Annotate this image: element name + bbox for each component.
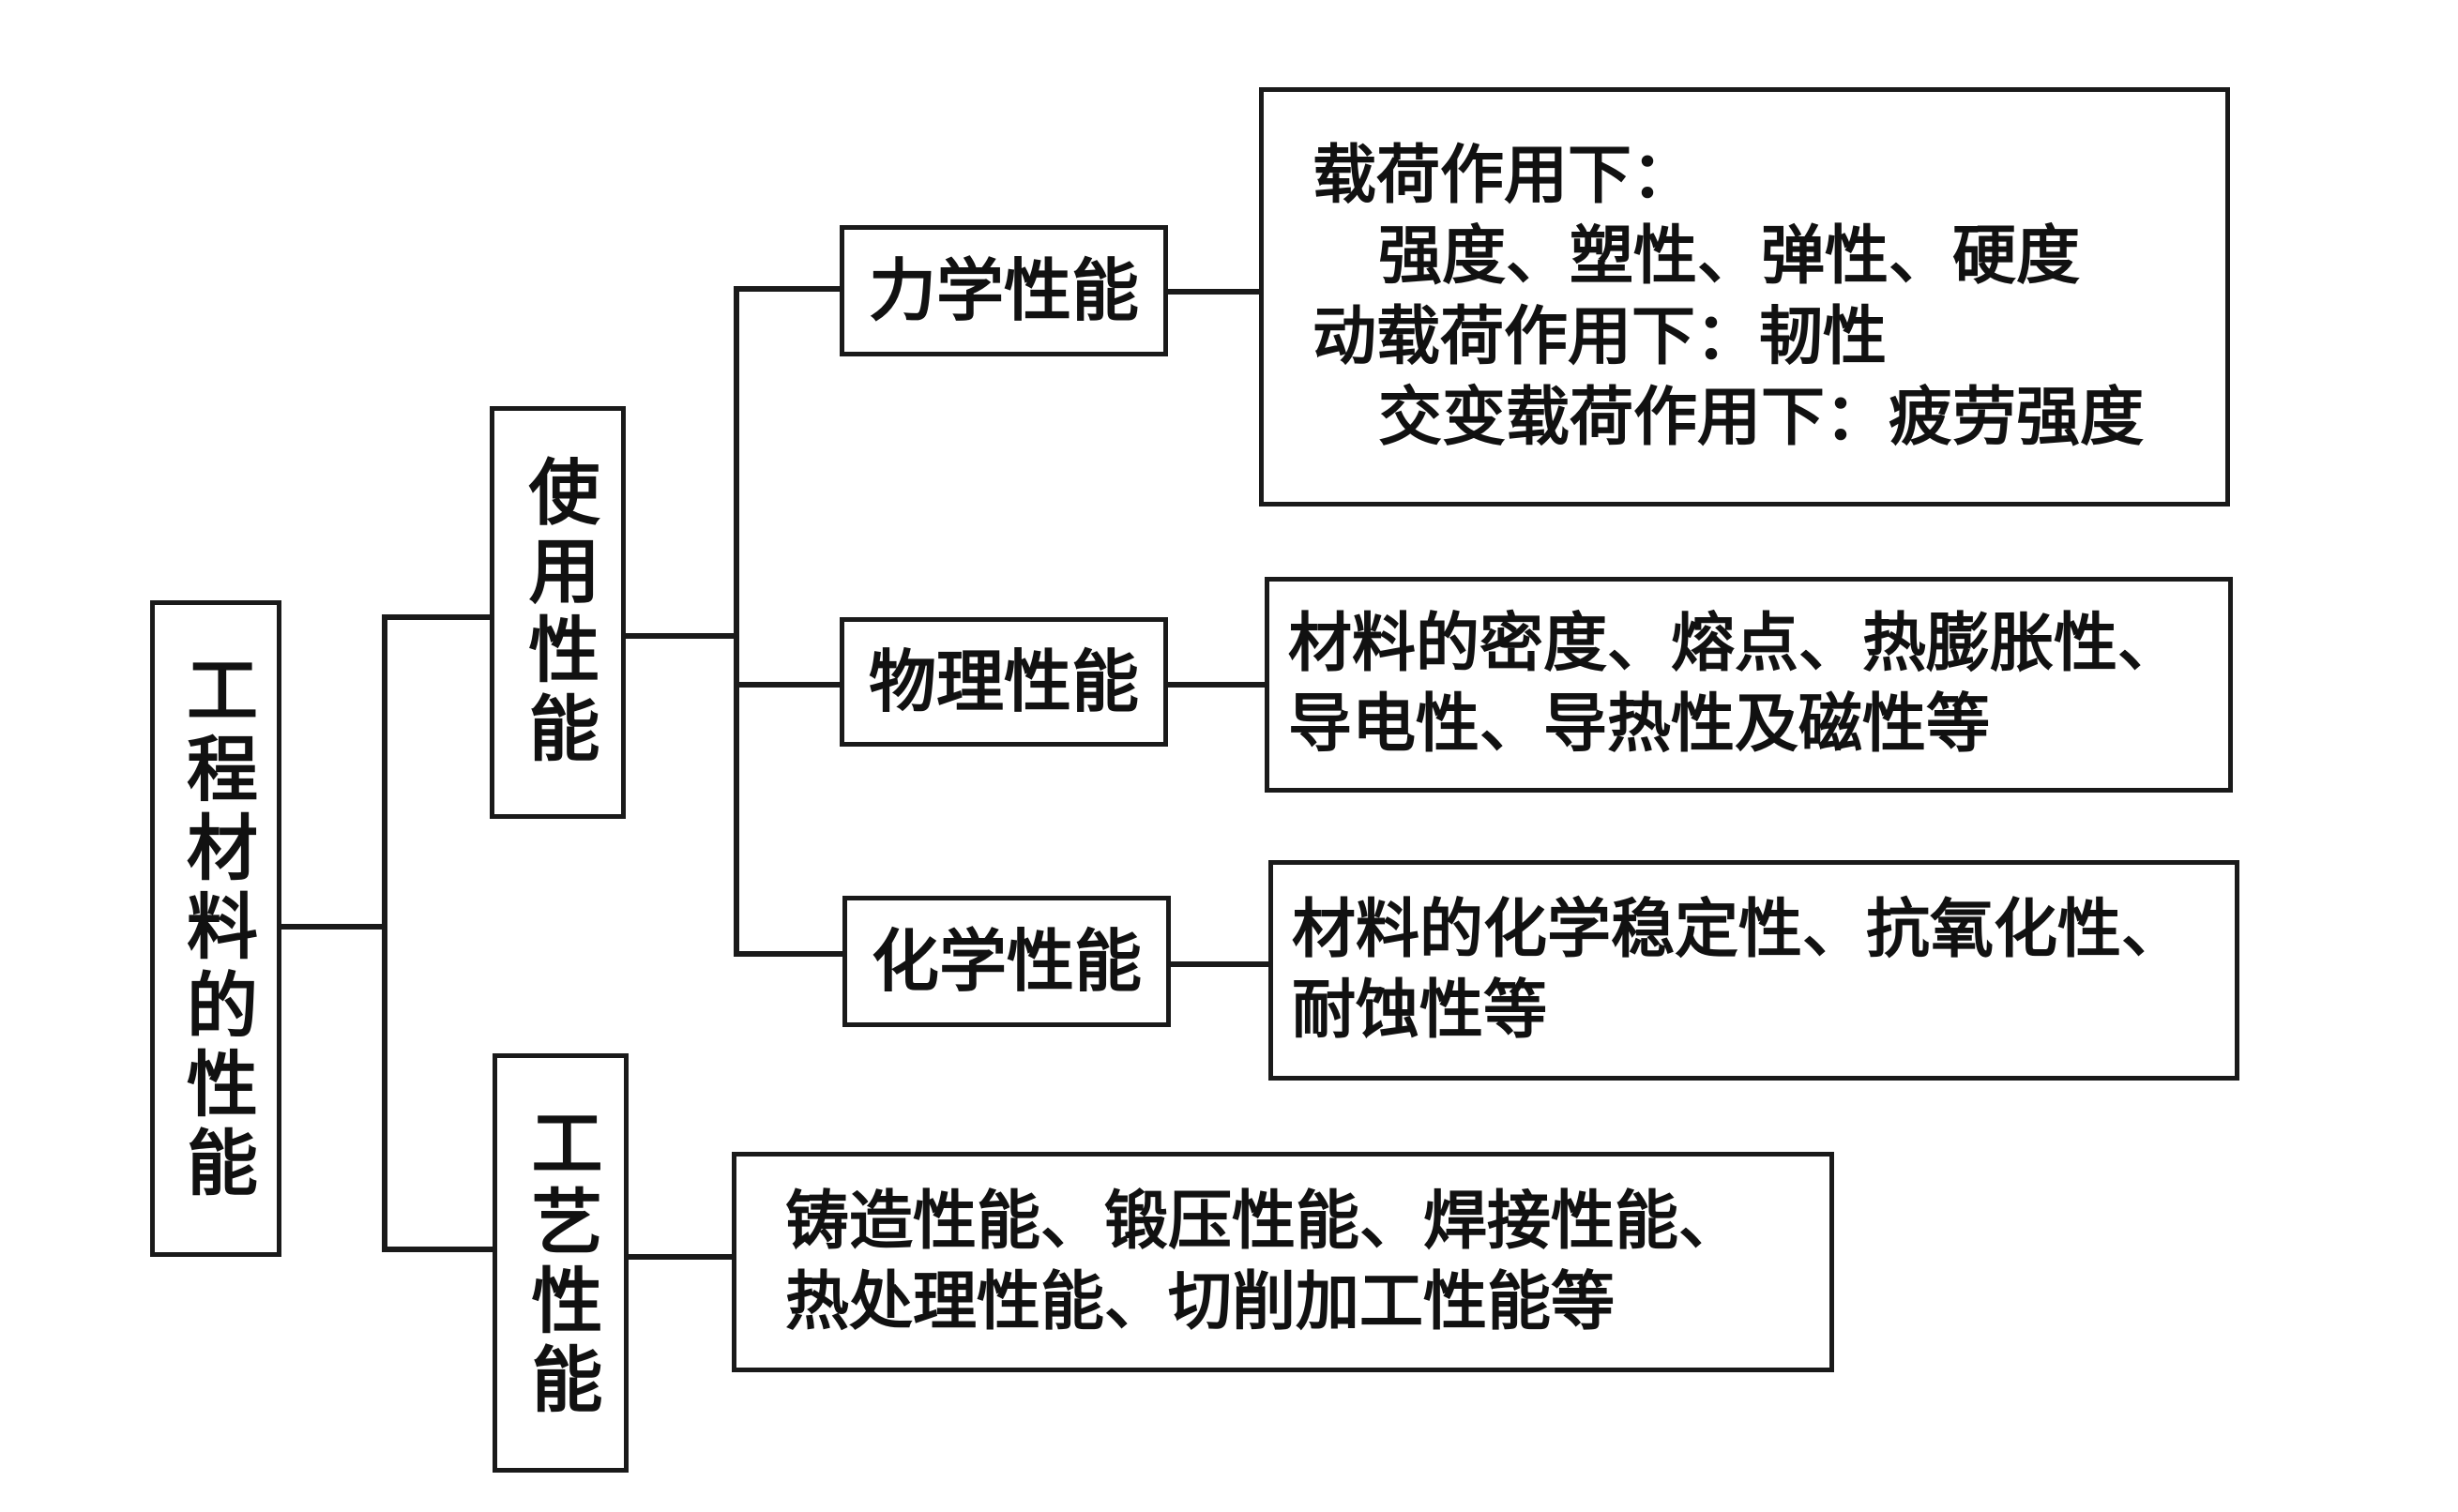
connector-to-usage (382, 614, 494, 620)
physical-node: 物理性能 (840, 617, 1168, 747)
connector-process-desc (624, 1254, 736, 1260)
chemical-desc-line: 材料的化学稳定性、抗氧化性、 (1292, 892, 2186, 967)
connector-usage-trunk (734, 286, 739, 957)
mechanical-node-label: 力学性能 (868, 251, 1139, 330)
chemical-description: 材料的化学稳定性、抗氧化性、 耐蚀性等 (1268, 860, 2239, 1081)
connector-to-chemical (734, 951, 844, 957)
connector-to-physical (734, 682, 844, 688)
connector-physical-desc (1163, 682, 1268, 688)
mechanical-desc-line: 强度、塑性、弹性、硬度 (1378, 219, 2081, 294)
process-node: 工艺性能 (493, 1053, 629, 1473)
mechanical-node: 力学性能 (840, 225, 1168, 356)
usage-node: 使用性能 (490, 406, 626, 819)
mechanical-desc-line: 载荷作用下： (1312, 138, 1696, 213)
physical-node-label: 物理性能 (868, 643, 1139, 721)
mechanical-desc-line: 动载荷作用下：韧性 (1312, 299, 1888, 374)
root-node: 工程材料的性能 (150, 600, 281, 1257)
process-desc-line: 热处理性能、切削加工性能等 (785, 1264, 1616, 1339)
connector-mechanical-desc (1163, 289, 1265, 295)
process-node-label: 工艺性能 (519, 1105, 603, 1421)
connector-root-out (277, 924, 385, 930)
connector-root-trunk (382, 614, 387, 1252)
physical-description: 材料的密度、熔点、热膨胀性、 导电性、导热性及磁性等 (1265, 577, 2233, 793)
process-description: 铸造性能、锻压性能、焊接性能、 热处理性能、切削加工性能等 (732, 1152, 1834, 1372)
chemical-node: 化学性能 (842, 896, 1171, 1027)
connector-to-mechanical (734, 286, 844, 292)
process-desc-line: 铸造性能、锻压性能、焊接性能、 (785, 1184, 1743, 1259)
connector-to-process (382, 1247, 494, 1252)
connector-chemical-desc (1168, 961, 1271, 967)
physical-desc-line: 导电性、导热性及磁性等 (1288, 688, 1991, 762)
connector-usage-out (624, 633, 739, 639)
usage-node-label: 使用性能 (516, 455, 600, 770)
chemical-node-label: 化学性能 (871, 922, 1142, 1001)
physical-desc-line: 材料的密度、熔点、热膨胀性、 (1288, 607, 2182, 681)
mechanical-description: 载荷作用下： 强度、塑性、弹性、硬度 动载荷作用下：韧性 交变载荷作用下：疲劳强… (1259, 87, 2230, 507)
root-node-label: 工程材料的性能 (174, 653, 258, 1204)
chemical-desc-line: 耐蚀性等 (1292, 973, 1548, 1048)
mechanical-desc-line: 交变载荷作用下：疲劳强度 (1378, 380, 2145, 455)
